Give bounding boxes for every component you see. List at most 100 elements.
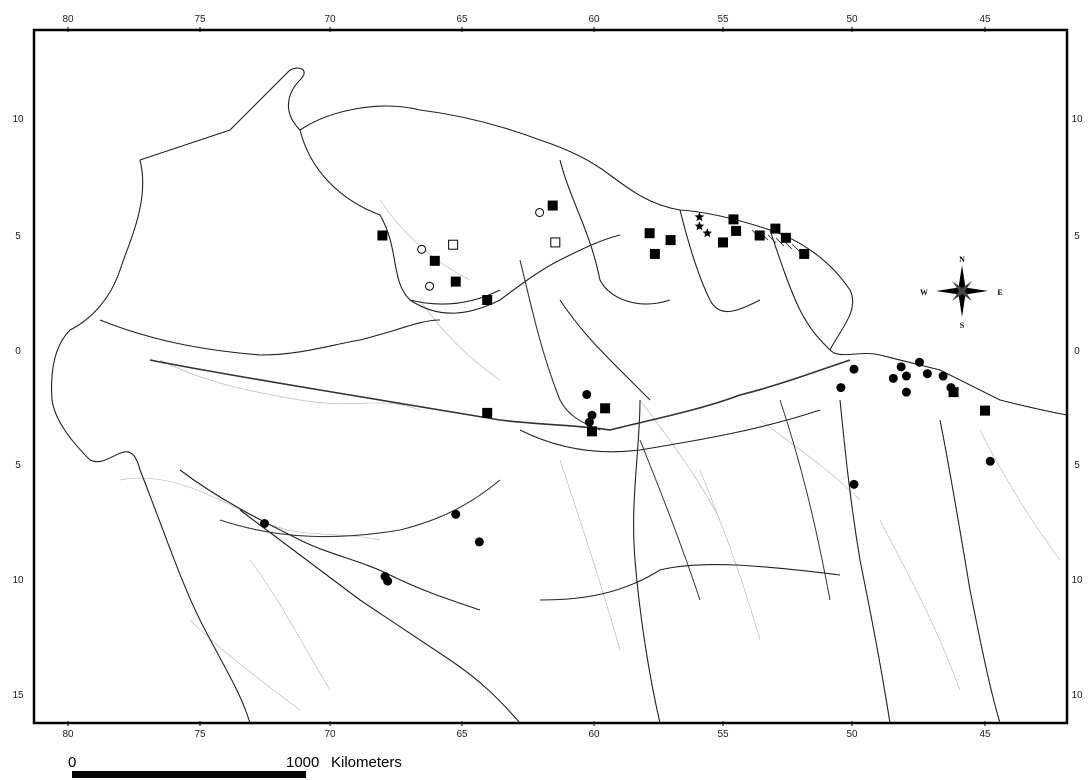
lon-tick-top-60: 60 [588, 14, 600, 25]
lon-tick-bottom-70: 70 [324, 729, 336, 740]
guyana-border [559, 159, 671, 305]
record-filled-square [948, 387, 959, 398]
record-filled-circle [922, 369, 932, 379]
lat-tick-left-10n: 10 [12, 114, 24, 125]
record-filled-square [770, 223, 781, 234]
record-filled-square [377, 230, 388, 241]
record-filled-circle [836, 383, 846, 393]
record-filled-circle [582, 389, 592, 399]
compass-needle-east [962, 287, 988, 295]
record-filled-circle [849, 479, 859, 489]
record-filled-circle [985, 456, 995, 466]
specimen-markers [260, 200, 995, 586]
record-filled-square [754, 230, 765, 241]
lat-tick-right-15s: 10 [1071, 690, 1083, 701]
lon-tick-top-75: 75 [194, 14, 206, 25]
lat-tick-right-0: 0 [1074, 346, 1080, 357]
compass-diagonal [952, 281, 972, 301]
right-latitude-axis: 10 5 0 5 10 10 [1071, 114, 1083, 701]
record-star [694, 212, 705, 222]
record-filled-circle [938, 371, 948, 381]
pacific-coastline [51, 159, 251, 723]
record-filled-circle [946, 383, 956, 393]
lon-tick-top-70: 70 [324, 14, 336, 25]
record-filled-circle [915, 357, 924, 367]
record-filled-circle [584, 417, 594, 427]
lon-tick-bottom-45: 45 [979, 729, 991, 740]
left-latitude-axis: 10 5 0 5 10 15 [12, 114, 24, 701]
record-filled-circle [901, 387, 911, 397]
brazil-state-line-5 [519, 409, 821, 453]
bolivia-brazil-border [239, 509, 521, 723]
brazil-state-line-1 [539, 564, 841, 601]
record-star [702, 228, 712, 238]
record-filled-circle [896, 362, 906, 372]
record-filled-circle [383, 576, 393, 586]
brazil-north-coast [829, 349, 1067, 416]
lon-tick-top-45: 45 [979, 14, 991, 25]
record-filled-square [450, 276, 461, 287]
record-filled-square [731, 225, 742, 236]
peru-brazil-border [179, 469, 481, 611]
lon-tick-bottom-80: 80 [62, 729, 74, 740]
record-filled-square [547, 200, 558, 211]
lat-tick-left-15s: 15 [12, 690, 24, 701]
compass-s: S [960, 321, 965, 330]
scale-end-label: 1000 [286, 754, 319, 771]
record-filled-circle [888, 373, 898, 383]
lon-tick-top-50: 50 [846, 14, 858, 25]
lat-tick-left-5n: 5 [15, 231, 21, 242]
map-frame [32, 28, 1069, 725]
lat-tick-right-10n: 10 [1071, 114, 1083, 125]
scale-bar: 0 1000 Kilometers [68, 754, 402, 778]
lon-tick-top-80: 80 [62, 14, 74, 25]
brazil-state-line-3 [839, 399, 891, 723]
record-filled-square [482, 295, 493, 306]
lon-tick-bottom-60: 60 [588, 729, 600, 740]
record-filled-square [482, 407, 493, 418]
french-guiana-border [769, 229, 831, 351]
record-filled-square [718, 237, 728, 248]
lon-tick-top-65: 65 [456, 14, 468, 25]
record-open-circle [535, 207, 545, 217]
record-filled-square [980, 405, 990, 416]
compass-n: N [959, 255, 965, 264]
compass-needle-south [958, 291, 966, 317]
record-open-square [448, 239, 459, 250]
colombia-venezuela-border [299, 129, 501, 305]
scale-bar-rule [72, 771, 306, 778]
record-filled-circle [474, 537, 484, 547]
record-open-circle [425, 281, 435, 291]
lat-tick-right-10s: 10 [1071, 575, 1083, 586]
record-filled-square [728, 214, 739, 225]
lon-tick-bottom-65: 65 [456, 729, 468, 740]
record-filled-circle [260, 519, 269, 529]
lat-tick-right-5s: 5 [1074, 460, 1080, 471]
lon-tick-bottom-75: 75 [194, 729, 206, 740]
lat-tick-right-5n: 5 [1074, 231, 1080, 242]
record-filled-circle [901, 371, 911, 381]
record-filled-circle [849, 364, 859, 374]
brazil-state-line-2 [633, 399, 661, 723]
record-filled-square [587, 426, 597, 437]
lat-tick-left-10s: 10 [12, 575, 24, 586]
record-filled-square [799, 248, 810, 259]
record-filled-square [780, 232, 791, 243]
brazil-state-line-6 [559, 299, 651, 401]
compass-w: W [920, 288, 928, 297]
record-filled-circle [451, 509, 461, 519]
lon-tick-bottom-50: 50 [846, 729, 858, 740]
record-open-circle [417, 244, 427, 254]
top-longitude-axis: 80 75 70 65 60 55 50 45 [62, 14, 991, 25]
amazon-river [149, 259, 851, 601]
lat-tick-left-5s: 5 [15, 460, 21, 471]
record-filled-circle [587, 410, 597, 420]
record-filled-square [649, 248, 660, 259]
suriname-border [679, 209, 761, 313]
record-filled-square [600, 403, 611, 414]
compass-needle-north [958, 265, 966, 291]
venezuela-brazil-border [409, 234, 621, 314]
compass-rose: N S E W [920, 255, 1003, 330]
scale-start-label: 0 [68, 754, 76, 771]
